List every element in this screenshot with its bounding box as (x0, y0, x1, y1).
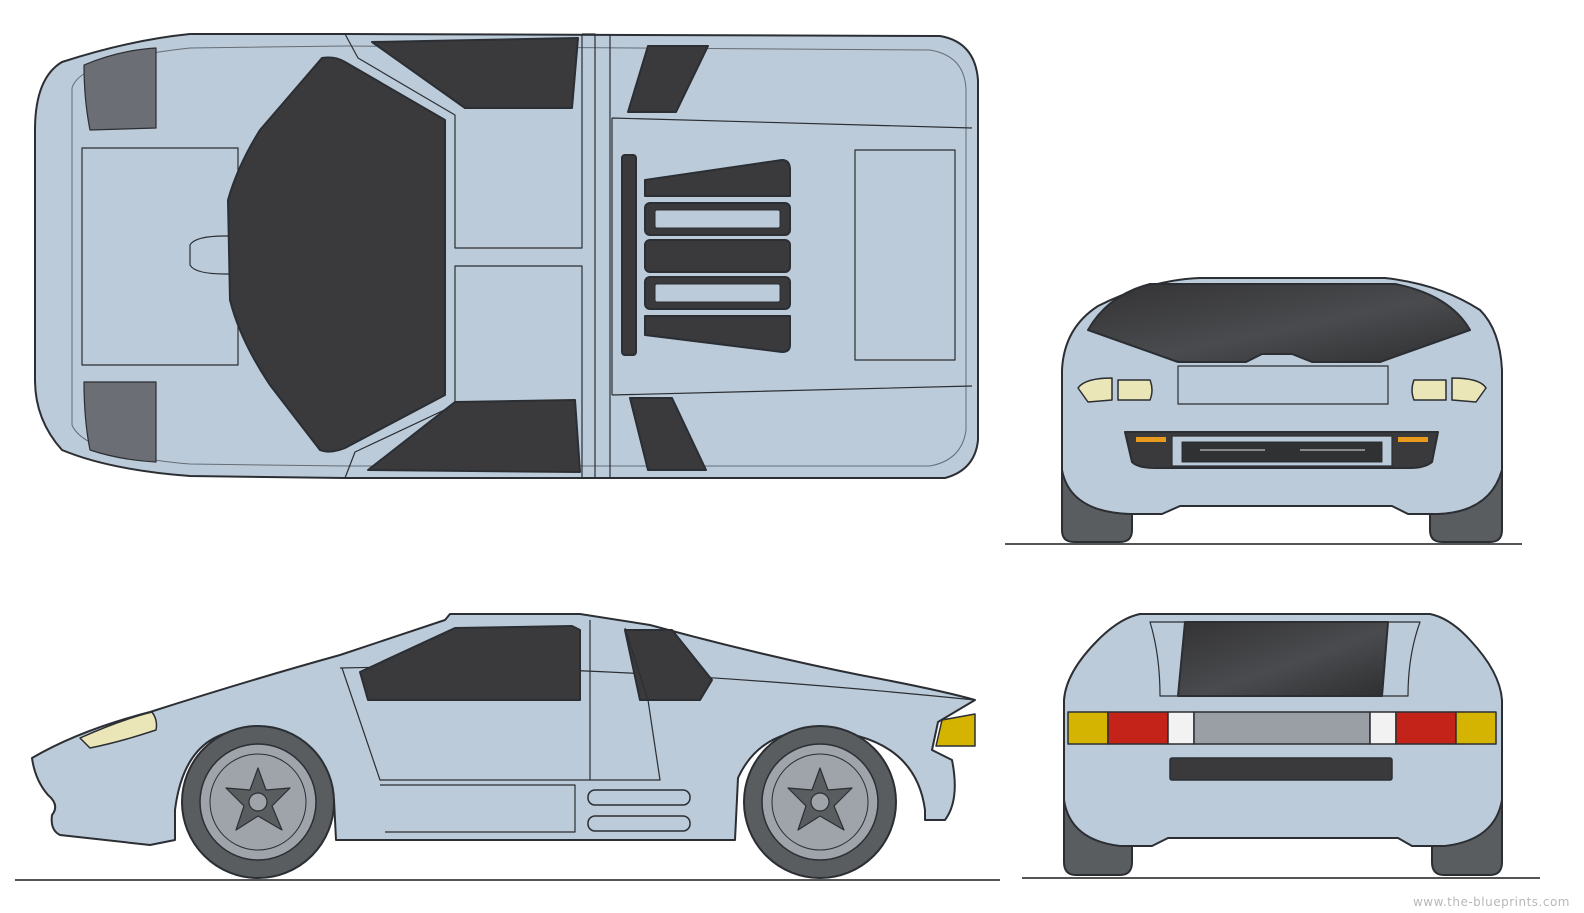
top-view-side-window-upper (371, 37, 579, 109)
rear-view-rear-window (1177, 621, 1389, 697)
watermark: www.the-blueprints.com (1412, 895, 1570, 909)
rear-view-deck-lid (1149, 621, 1421, 697)
rear-view-taillight-right (1395, 711, 1457, 745)
top-view-engine-deck (611, 117, 973, 396)
side-view-side-vent-lower (587, 815, 691, 832)
top-view-rear-quarter-upper (627, 45, 709, 113)
side-view-body (31, 613, 976, 846)
side-view-rear-window (624, 629, 713, 701)
rear-view (1022, 613, 1540, 879)
front-view-headlight-right-inner (1411, 379, 1447, 401)
rear-view-reverse-right (1369, 711, 1397, 745)
top-view-rear-quarter-lower (629, 397, 707, 471)
top-view-side-window-lower (367, 399, 581, 473)
side-view-rear-indicator (935, 713, 976, 747)
top-view-headlight-left (83, 47, 157, 131)
side-view-door-line (341, 620, 661, 781)
front-view-marker-left (1136, 437, 1166, 442)
front-view-headlight-left-outer (1077, 377, 1113, 403)
rear-view-center-panel (1193, 711, 1371, 745)
top-view-vent-5 (644, 315, 791, 353)
top-view-roof-line-lower (344, 265, 583, 479)
front-view-windshield (1087, 283, 1471, 363)
side-view-rear-wheel (743, 725, 897, 879)
top-view-headlight-right (83, 381, 157, 463)
top-view-vent-4-inner (654, 283, 781, 303)
rear-view-reverse-left (1167, 711, 1195, 745)
front-view-headlight-left-inner (1117, 379, 1153, 401)
top-view-hood-nozzle (189, 235, 233, 275)
top-view-rear-hatch (854, 149, 956, 361)
top-view-vent-3 (644, 239, 791, 273)
top-view-hood-panel (81, 147, 239, 366)
side-view-headlight (79, 711, 158, 749)
top-view-center-spine (582, 33, 611, 479)
top-view-windshield (227, 56, 446, 453)
side-view-side-vent-upper (587, 789, 691, 806)
side-view-front-wheel (181, 725, 335, 879)
top-view (34, 33, 979, 479)
front-view-headlight-right-outer (1451, 377, 1487, 403)
rear-view-taillight-left (1107, 711, 1169, 745)
top-view-vent-1 (644, 159, 791, 197)
side-view-sill-panel (380, 784, 576, 833)
top-view-roof-line (344, 33, 583, 249)
side-view-side-window (359, 625, 581, 701)
front-view-hood-panel (1177, 365, 1389, 405)
rear-view-indicator-left (1067, 711, 1109, 745)
top-view-vent-2-inner (654, 209, 781, 229)
side-view (15, 613, 1000, 881)
front-view (1005, 277, 1522, 545)
top-view-vent-bar (621, 154, 637, 356)
rear-view-indicator-right (1455, 711, 1497, 745)
rear-view-lower-vent (1169, 757, 1393, 781)
front-view-grille-center-inner (1181, 441, 1383, 463)
front-view-marker-right (1398, 437, 1428, 442)
